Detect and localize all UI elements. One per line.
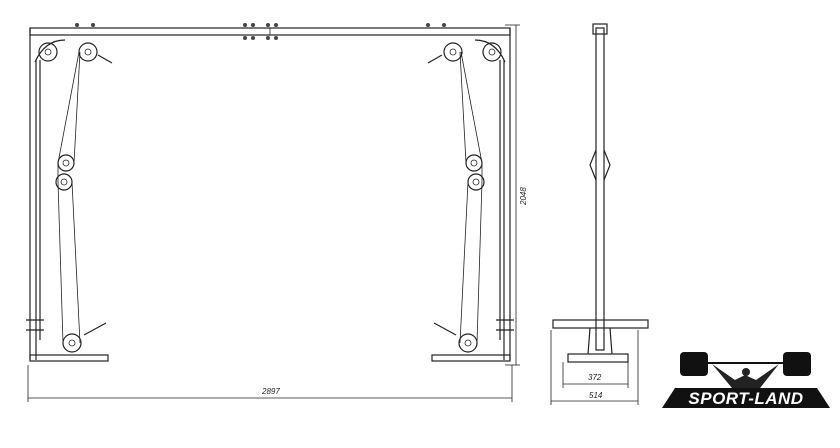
inner-depth-label: 372	[588, 373, 602, 382]
logo-text: SPORT-LAND	[688, 389, 803, 408]
left-handles	[83, 54, 113, 336]
front-view	[26, 23, 514, 362]
depth-label: 514	[589, 391, 603, 400]
pulleys	[38, 42, 502, 353]
side-view	[552, 23, 649, 363]
left-cable	[57, 51, 81, 344]
right-handles	[427, 54, 457, 336]
side-base-bar	[552, 319, 649, 329]
height-dimension	[505, 24, 520, 366]
right-upright	[474, 28, 511, 360]
crossbar-bolts	[75, 23, 446, 40]
sport-land-logo: SPORT-LAND	[662, 352, 830, 408]
depth-dimensions	[550, 330, 639, 405]
left-upright	[29, 28, 66, 360]
height-label: 2048	[519, 187, 528, 206]
left-base-plate	[29, 354, 109, 362]
right-cable	[459, 51, 483, 344]
width-dimension	[27, 365, 513, 402]
right-base-plate	[431, 354, 511, 362]
width-label: 2897	[261, 387, 280, 396]
side-foot	[567, 353, 629, 363]
